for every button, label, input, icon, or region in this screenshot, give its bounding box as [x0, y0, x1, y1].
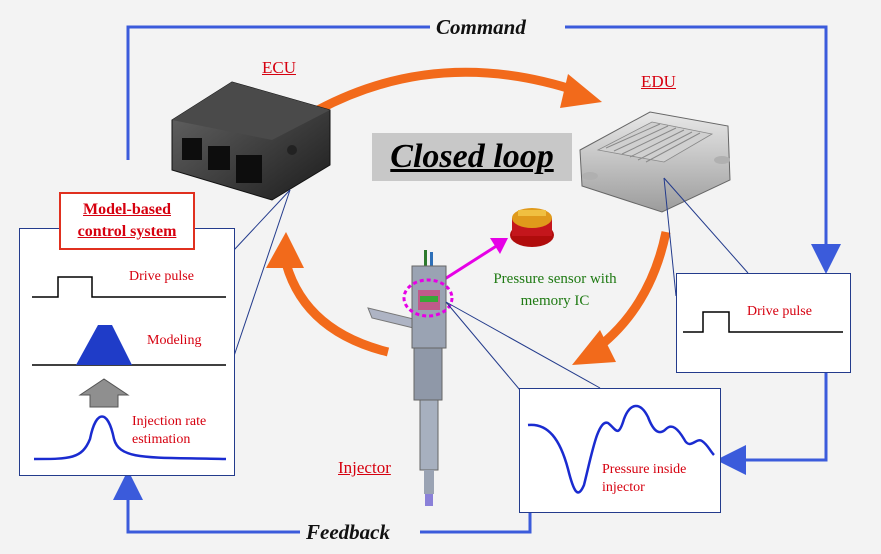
command-signal-path: [126, 25, 841, 274]
model-based-panel: Drive pulse Modeling Injection rate esti…: [19, 228, 235, 476]
edu-image: [579, 111, 731, 213]
edu-drive-pulse-panel: Drive pulse: [676, 273, 851, 373]
injector-label: Injector: [338, 458, 391, 477]
model-drive-pulse-label: Drive pulse: [129, 269, 194, 284]
closed-loop-title: Closed loop: [372, 133, 572, 181]
ecu-image: [171, 81, 331, 201]
pressure-sensor-label: Pressure sensor with memory IC: [493, 271, 617, 309]
callout-lines: [233, 177, 749, 397]
modeling-label: Modeling: [147, 333, 202, 348]
pressure-curve: [527, 404, 715, 494]
loop-arrow-ecu-to-edu: [315, 67, 602, 114]
pressure-sensor-image: [510, 208, 554, 247]
model-based-title-line1: Model-based: [83, 201, 171, 218]
model-based-title-line2: control system: [77, 223, 177, 240]
command-label: Command: [430, 15, 532, 40]
edu-drive-pulse-waveform: [683, 311, 843, 333]
loop-arrow-edu-to-injector: [572, 231, 671, 365]
injector-image: [367, 250, 454, 506]
ecu-label: ECU: [262, 58, 296, 77]
model-panel-graphics: [32, 276, 227, 461]
injection-rate-curve: [33, 415, 227, 461]
pressure-graphics: [527, 404, 715, 494]
drive-pulse-waveform: [32, 276, 226, 298]
feedback-signal-path: [113, 372, 828, 534]
sensor-pointer: [439, 238, 508, 284]
injection-rate-line2: estimation: [132, 432, 191, 447]
closed-loop-text: Closed loop: [390, 138, 554, 175]
feedback-label: Feedback: [300, 520, 396, 545]
modeling-shape: [76, 325, 132, 365]
pressure-inside-line2: injector: [602, 480, 645, 495]
model-based-title: Model-based control system: [59, 192, 195, 250]
injection-rate-label: Injection rate estimation: [132, 413, 206, 449]
injection-rate-line1: Injection rate: [132, 414, 207, 429]
pressure-inside-label: Pressure inside injector: [602, 461, 686, 497]
edu-drive-pulse-label: Drive pulse: [747, 304, 812, 319]
edu-label: EDU: [641, 72, 676, 91]
pressure-inside-panel: Pressure inside injector: [519, 388, 721, 513]
pressure-inside-line1: Pressure inside: [602, 462, 687, 477]
up-arrow-icon: [78, 378, 130, 408]
loop-arrow-injector-to-ecu: [266, 232, 390, 357]
edu-pulse-graphics: [683, 311, 843, 333]
